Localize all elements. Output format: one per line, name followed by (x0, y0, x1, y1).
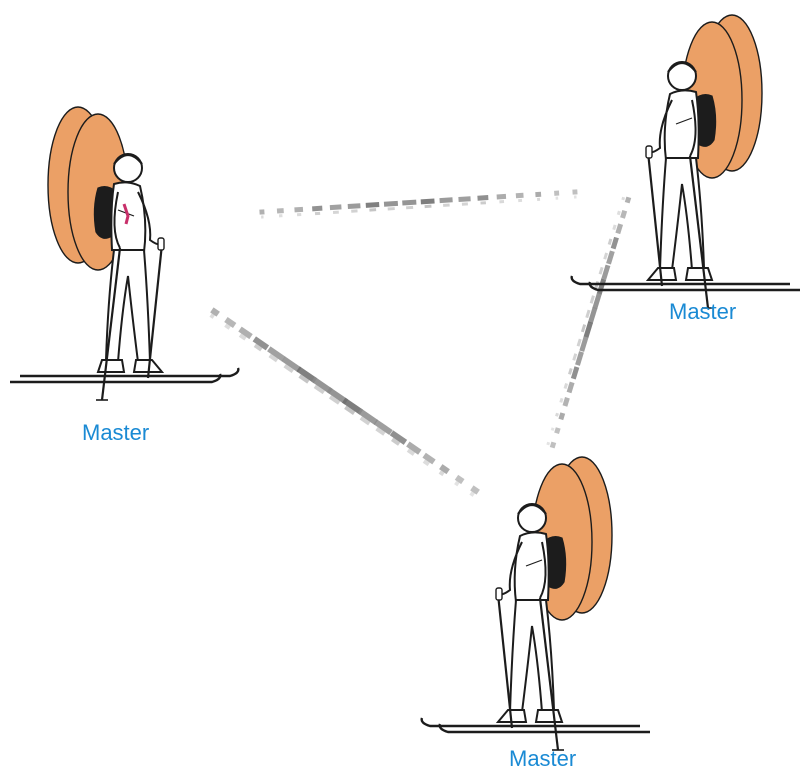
signal-echo (279, 214, 283, 217)
signal-segment (497, 194, 507, 200)
signal-segment (611, 237, 619, 250)
signal-echo (537, 198, 540, 201)
master-label-left: Master (82, 420, 149, 446)
signal-echo (261, 215, 264, 218)
skier-left (10, 107, 238, 400)
signal-segment (259, 209, 264, 214)
signal-echo (617, 211, 621, 216)
signal-echo (518, 199, 522, 202)
signal-echo (621, 197, 625, 201)
signal-segment (516, 193, 524, 198)
signal-echo (406, 206, 413, 209)
skier-figures (10, 15, 800, 750)
signal-segment (554, 427, 560, 434)
signal-segment (312, 206, 322, 212)
ski-front (20, 368, 238, 376)
signal-echo (612, 225, 616, 231)
signal-segment (563, 397, 570, 407)
pole-grip (158, 238, 164, 250)
signal-segment (601, 265, 610, 280)
boot-back (98, 360, 124, 372)
skier-right (572, 15, 800, 308)
signal-segment (572, 189, 577, 194)
skier-bottom (422, 457, 650, 750)
signal-segment (439, 197, 452, 203)
signal-echo (599, 267, 604, 275)
signal-segment (348, 203, 361, 209)
signal-echo (425, 205, 432, 208)
signal-segment (567, 382, 575, 394)
signal-segment (554, 191, 559, 196)
signal-segment (579, 336, 588, 352)
link-left-right (259, 189, 577, 218)
signal-segment (606, 250, 615, 264)
signal-echo (546, 442, 550, 446)
signal-echo (351, 209, 357, 212)
signal-echo (369, 208, 376, 211)
signal-echo (388, 207, 395, 210)
master-label-right: Master (669, 299, 736, 325)
pole-front (498, 594, 512, 728)
signal-echo (480, 201, 486, 204)
signal-echo (315, 212, 320, 215)
signal-segment (402, 200, 416, 206)
pole-grip (496, 588, 502, 600)
signal-segment (597, 278, 606, 294)
link-left-bottom (209, 307, 479, 496)
signal-echo (572, 353, 577, 360)
signal-echo (564, 383, 568, 389)
signal-segment (535, 192, 541, 197)
signal-segment (458, 196, 470, 202)
signal-links (209, 189, 631, 496)
ski-front (422, 718, 640, 726)
pole-front (648, 152, 662, 286)
signal-segment (550, 442, 556, 449)
signal-segment (575, 351, 584, 366)
signal-echo (499, 200, 504, 203)
link-right-bottom (546, 197, 631, 449)
signal-segment (277, 208, 284, 213)
signal-echo (608, 239, 613, 245)
signal-segment (294, 207, 303, 213)
signal-echo (574, 195, 577, 198)
master-label-bottom: Master (509, 746, 576, 772)
signal-segment (558, 412, 565, 420)
signal-echo (556, 197, 559, 200)
pole-grip (646, 146, 652, 158)
signal-segment (330, 204, 342, 210)
signal-segment (592, 293, 601, 310)
signal-segment (620, 210, 627, 219)
signal-segment (421, 198, 435, 204)
signal-echo (555, 413, 559, 417)
signal-segment (615, 223, 623, 234)
signal-segment (384, 201, 398, 207)
signal-echo (443, 203, 450, 206)
signal-segment (571, 366, 579, 379)
signal-echo (603, 252, 608, 259)
signal-echo (462, 202, 468, 205)
signal-echo (568, 368, 573, 375)
signal-echo (551, 427, 555, 431)
pole-front (148, 244, 162, 378)
signal-segment (477, 195, 488, 201)
boot-back (536, 710, 562, 722)
signal-echo (297, 213, 301, 216)
signal-echo (559, 398, 563, 403)
signal-segment (625, 197, 631, 204)
signal-segment (588, 307, 597, 324)
signal-echo (333, 211, 339, 214)
signal-segment (584, 321, 593, 337)
signal-segment (366, 202, 380, 208)
boot-back (686, 268, 712, 280)
